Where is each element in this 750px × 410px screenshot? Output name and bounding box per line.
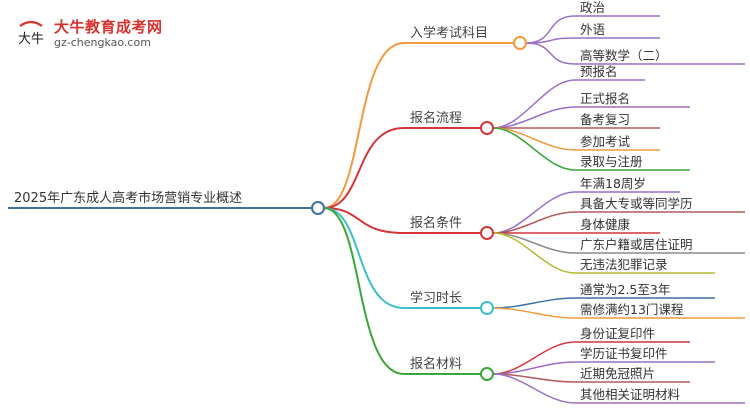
leaf-edge	[492, 232, 576, 274]
branch-node-circle[interactable]	[480, 226, 494, 240]
leaf-label: 政治	[580, 0, 605, 15]
leaf-edge	[492, 232, 576, 254]
leaf-label: 无违法犯罪记录	[580, 257, 668, 272]
leaf-label: 年满18周岁	[580, 176, 646, 191]
leaf-label: 外语	[580, 22, 605, 37]
leaf-label: 预报名	[580, 64, 618, 79]
branch-node-circle[interactable]	[480, 121, 494, 135]
branch-label: 学习时长	[410, 290, 462, 306]
logo-mark-text: 大牛	[18, 32, 44, 47]
branch-node-circle[interactable]	[513, 36, 527, 50]
leaf-label: 高等数学（二）	[580, 48, 668, 63]
branch-edge	[323, 207, 405, 234]
branch-edge	[323, 127, 405, 209]
leaf-edge	[492, 297, 576, 309]
branch-node-circle[interactable]	[480, 367, 494, 381]
leaf-label: 学历证书复印件	[580, 346, 668, 361]
leaf-edge	[525, 42, 576, 65]
leaf-edge	[492, 307, 576, 319]
leaf-edge	[492, 341, 576, 375]
leaf-edge	[492, 127, 576, 151]
branch-edge	[323, 207, 405, 309]
leaf-label: 需修满约13门课程	[580, 302, 684, 317]
leaf-label: 参加考试	[580, 134, 631, 149]
leaf-label: 身体健康	[580, 217, 631, 232]
leaf-label: 录取与注册	[580, 154, 643, 169]
leaf-label: 具备大专或等同学历	[580, 196, 693, 211]
leaf-edge	[492, 373, 576, 404]
leaf-label: 近期免冠照片	[580, 366, 655, 381]
leaf-edge	[492, 79, 576, 129]
branch-label: 入学考试科目	[410, 25, 488, 41]
branch-label: 报名条件	[410, 215, 462, 231]
leaf-label: 备考复习	[580, 112, 630, 127]
leaf-label: 通常为2.5至3年	[580, 282, 670, 297]
root-topic: 2025年广东成人高考市场营销专业概述	[14, 190, 242, 206]
branch-label: 报名流程	[410, 110, 462, 126]
branch-node-circle[interactable]	[480, 301, 494, 315]
root-node-circle[interactable]	[311, 201, 325, 215]
leaf-edge	[525, 37, 576, 44]
branch-label: 报名材料	[410, 356, 462, 372]
logo-brand-name: 大牛教育成考网	[54, 18, 163, 36]
site-logo[interactable]: 大牛 大牛教育成考网 gz-chengkao.com	[8, 14, 178, 54]
mindmap-edges	[8, 15, 745, 404]
leaf-edge	[492, 127, 576, 171]
branch-edge	[323, 207, 405, 375]
leaf-label: 其他相关证明材料	[580, 387, 681, 402]
branch-edge	[323, 42, 405, 209]
logo-url: gz-chengkao.com	[54, 36, 151, 49]
leaf-label: 身份证复印件	[580, 326, 655, 341]
leaf-edge	[492, 211, 576, 234]
leaf-label: 广东户籍或居住证明	[580, 237, 693, 252]
logo-mark-icon: 大牛	[18, 20, 44, 47]
leaf-label: 正式报名	[580, 91, 630, 106]
leaf-edge	[525, 15, 576, 44]
